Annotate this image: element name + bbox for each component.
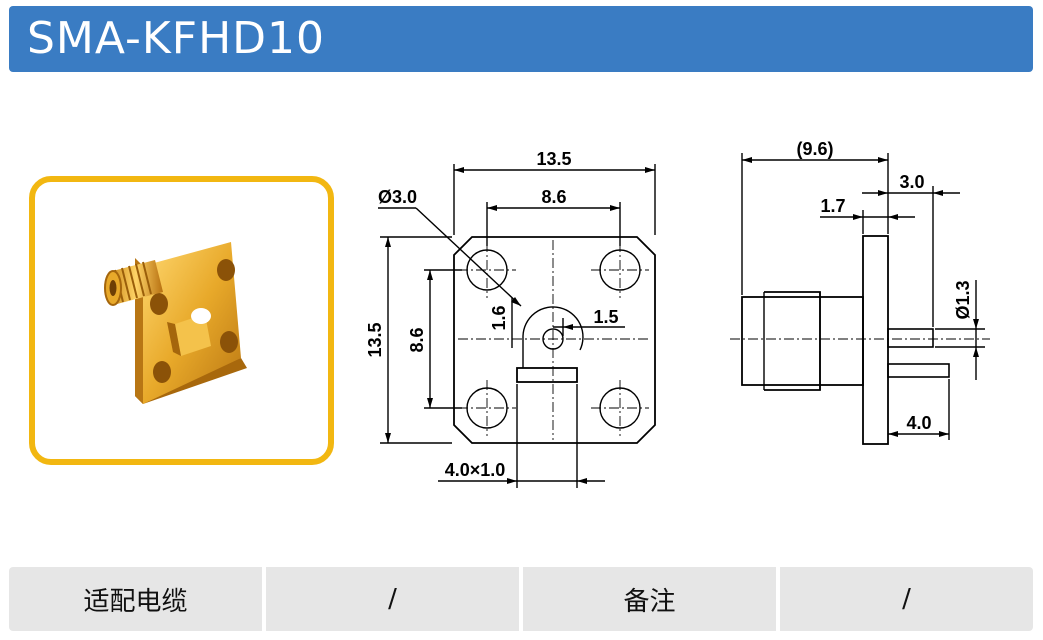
product-title: SMA-KFHD10	[27, 13, 326, 64]
note-label-cell: 备注	[523, 567, 776, 631]
dim-hole-diameter: Ø3.0	[378, 187, 417, 207]
dim-width-total: 13.5	[536, 149, 571, 169]
info-table: 适配电缆 / 备注 /	[9, 567, 1033, 631]
dim-tab-size: 4.0×1.0	[445, 460, 506, 480]
dim-pin-offset: 1.6	[489, 305, 509, 330]
note-value-cell: /	[780, 567, 1033, 631]
cable-value-cell: /	[266, 567, 519, 631]
connector-illustration	[104, 242, 247, 404]
cable-label-cell: 适配电缆	[9, 567, 262, 631]
product-photo-frame	[29, 176, 334, 465]
dim-flange-thickness: 1.7	[820, 196, 845, 216]
dim-tab-length: 4.0	[906, 413, 931, 433]
dim-pin-diameter: Ø1.3	[953, 280, 973, 319]
dim-pin-length: 3.0	[899, 172, 924, 192]
dim-height-total: 13.5	[365, 322, 385, 357]
dimension-drawing: 13.5 8.6 Ø3.0 13.5 8.6 1.6 1.5 4.0×1.0 (…	[365, 139, 990, 488]
dim-pin-size: 1.5	[593, 307, 618, 327]
dim-hole-spacing-horizontal: 8.6	[541, 187, 566, 207]
title-bar: SMA-KFHD10	[9, 6, 1033, 72]
dim-hole-spacing-vertical: 8.6	[407, 327, 427, 352]
dim-overall-length: (9.6)	[796, 139, 833, 159]
